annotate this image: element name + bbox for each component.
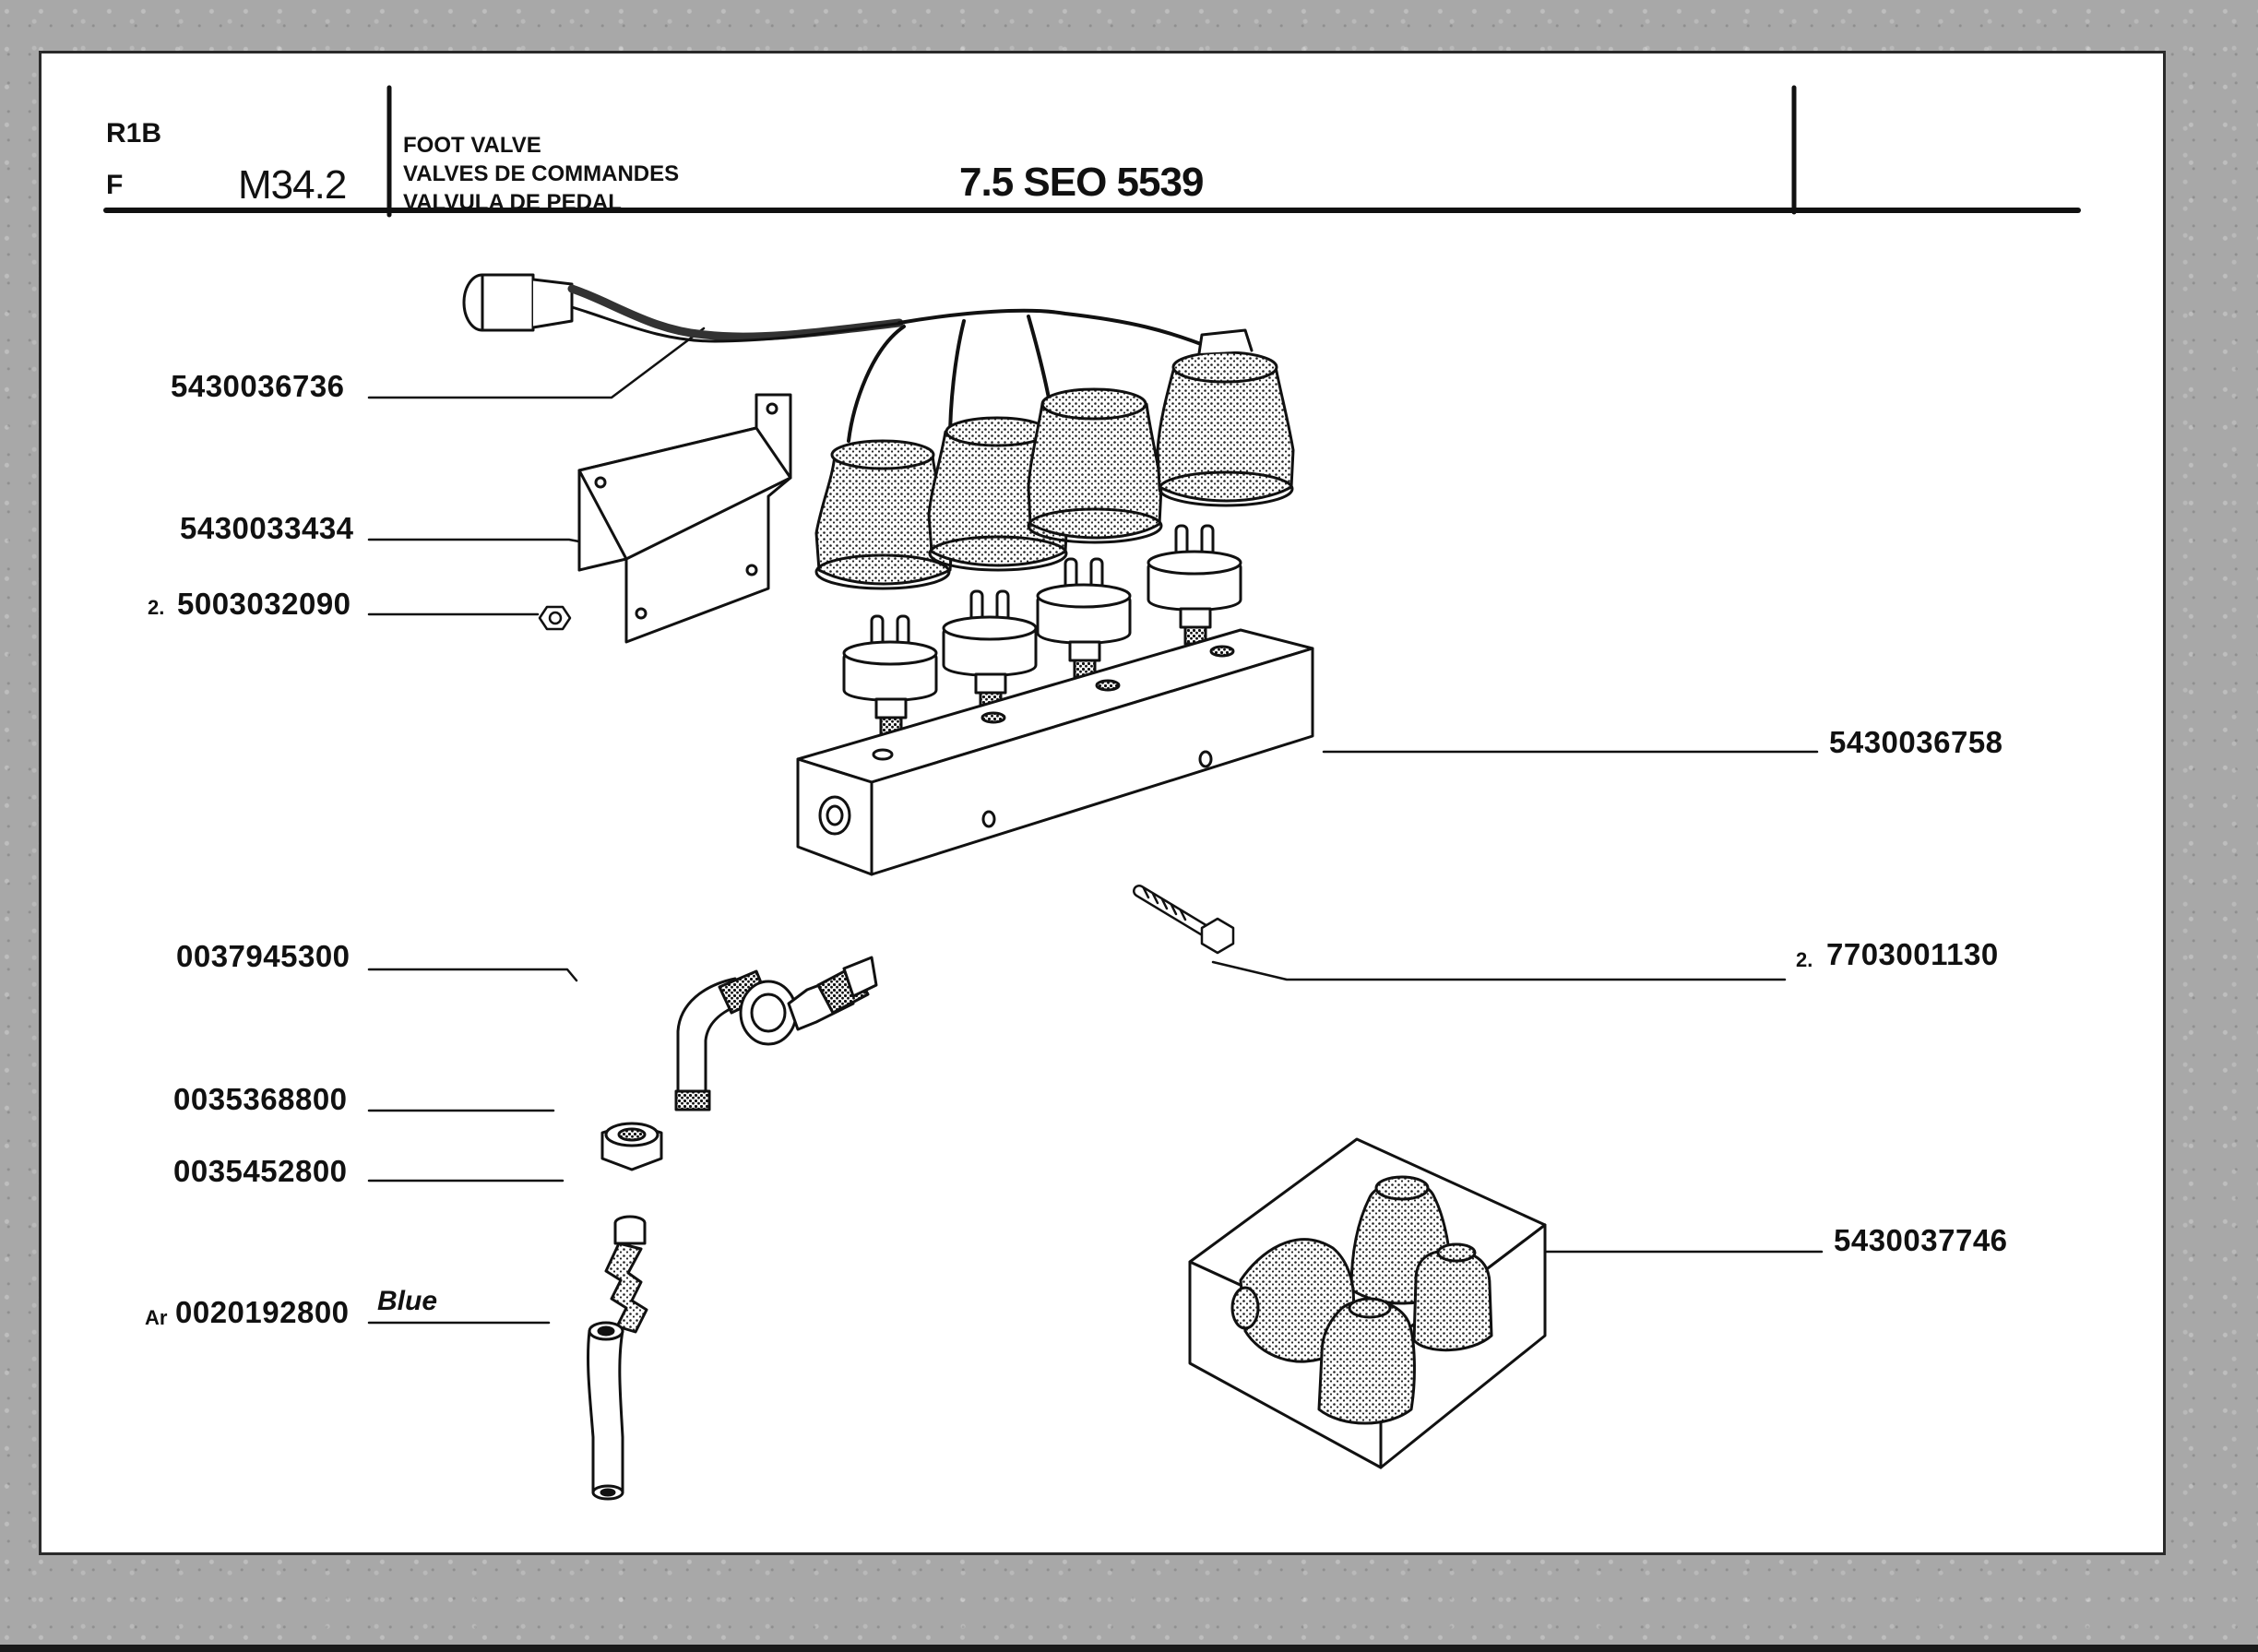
- header-rules: [103, 85, 2081, 218]
- catalogue-page: R1B F M34.2 FOOT VALVE VALVES DE COMMAND…: [42, 53, 2163, 1552]
- part-number-switch-kit: 5430037746: [1834, 1223, 2008, 1257]
- nut-drawing: [538, 605, 572, 631]
- switch-1: [842, 614, 938, 736]
- section-number: M34.2: [238, 162, 347, 208]
- switch-4: [1147, 524, 1242, 646]
- hose-drawing: [587, 1321, 624, 1501]
- part-number-bracket: 5430033434: [180, 511, 354, 545]
- qty-nut: 2.: [148, 596, 165, 619]
- leader-lines: [367, 327, 1824, 1325]
- bolt-drawing: [1133, 885, 1235, 955]
- union-nut-drawing: [600, 1122, 663, 1171]
- qty-bolt: 2.: [1796, 948, 1813, 971]
- part-number-bolt: 7703001130: [1826, 937, 1999, 971]
- model-reference: 7.5 SEO 5539: [959, 160, 1204, 205]
- rubber-boots-drawing: [814, 328, 1295, 590]
- part-number-hose-nipple: 0035452800: [173, 1154, 348, 1188]
- part-number-cable-harness: 5430036736: [171, 369, 345, 403]
- scan-edge: [0, 1645, 2258, 1652]
- boot-4: [1156, 328, 1295, 507]
- part-number-union-nut: 0035368800: [173, 1082, 348, 1116]
- page-code-top: R1B: [106, 118, 162, 149]
- title-fr: VALVES DE COMMANDES: [403, 161, 680, 186]
- switch-3: [1036, 557, 1132, 679]
- part-number-manifold: 5430036758: [1829, 725, 2003, 759]
- cable-harness-drawing: [462, 273, 1215, 443]
- page-code-bottom: F: [106, 170, 124, 200]
- part-number-elbow: 0037945300: [176, 939, 351, 973]
- hose-colour: Blue: [377, 1286, 438, 1316]
- pressure-switches-drawing: [842, 524, 1242, 736]
- manifold-drawing: [796, 628, 1314, 876]
- hose-nipple-drawing: [604, 1215, 648, 1334]
- part-number-nut: 5003032090: [177, 587, 351, 621]
- title-en: FOOT VALVE: [403, 133, 541, 158]
- qty-hose: Ar: [145, 1306, 168, 1329]
- boot-3: [1027, 387, 1163, 544]
- fittings-drawing: [674, 956, 878, 1111]
- switch-kit-drawing: [1188, 1137, 1547, 1469]
- part-number-hose: 0020192800: [175, 1295, 350, 1329]
- switch-2: [942, 589, 1038, 711]
- exploded-view-drawing: [103, 85, 2081, 1501]
- bracket-drawing: [577, 393, 792, 644]
